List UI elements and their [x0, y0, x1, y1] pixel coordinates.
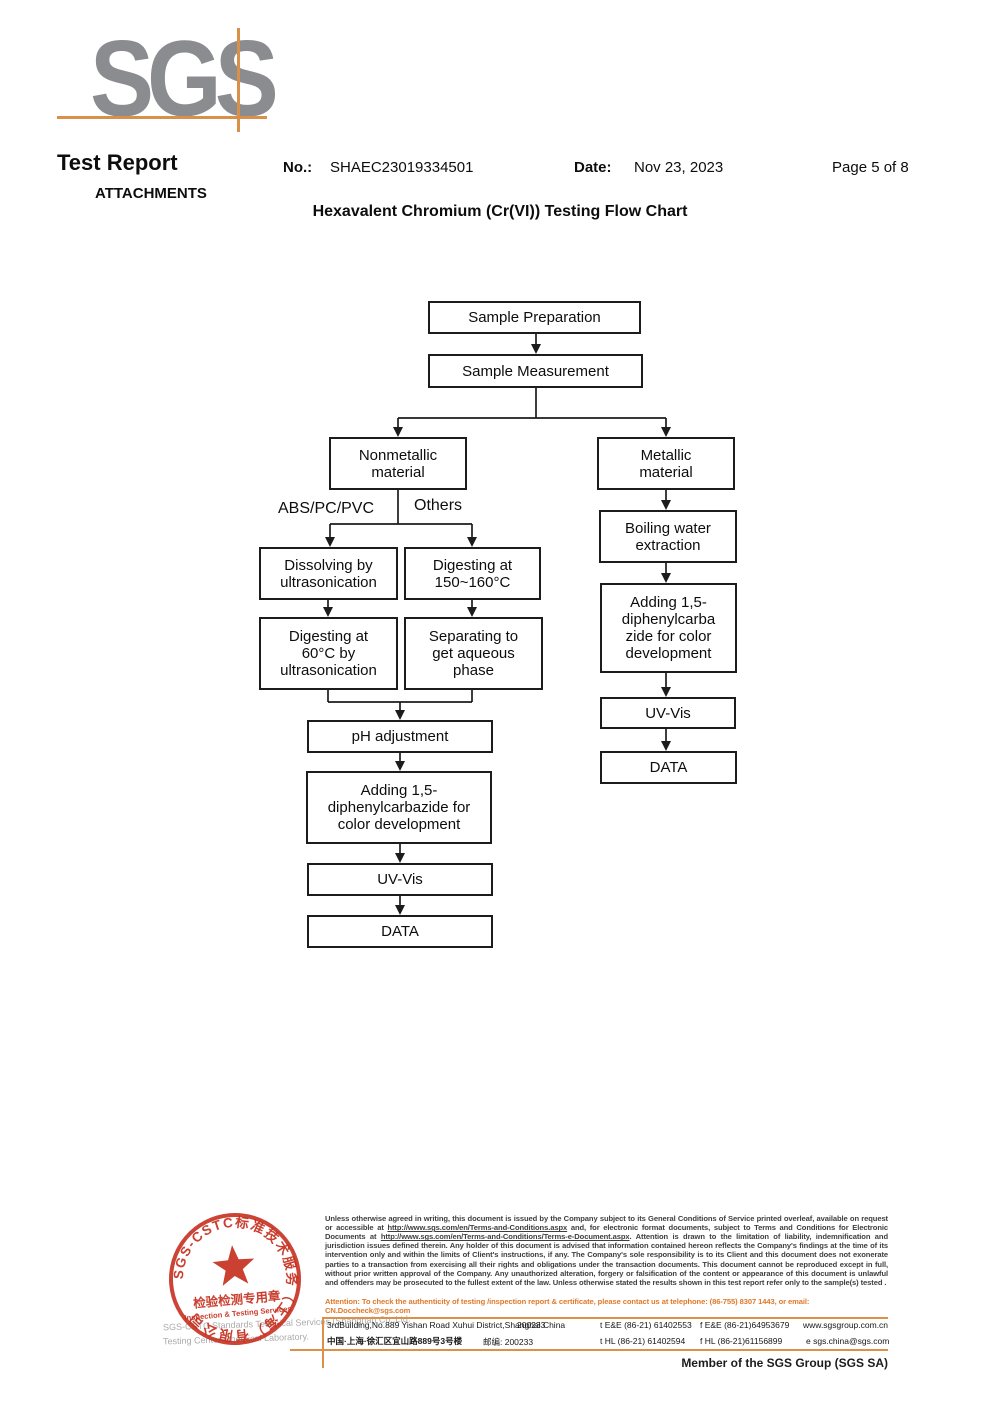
branch-label-others: Others: [414, 497, 463, 514]
report-no-label: No.:: [283, 159, 313, 176]
flowchart-title: Hexavalent Chromium (Cr(VI)) Testing Flo…: [312, 203, 688, 220]
sgs-logo: SGS: [90, 19, 279, 140]
legal-text: Unless otherwise agreed in writing, this…: [325, 1214, 888, 1287]
flow-box-metallic-material: Metallic material: [597, 437, 735, 490]
report-no-value: SHAEC23019334501: [330, 159, 474, 176]
email: e sgs.china@sgs.com: [806, 1336, 890, 1346]
inspection-stamp: SGS-CSTC标准技术服务（上海）有限公司 检验检测专用章 Inspectio…: [166, 1208, 306, 1349]
member-line: Member of the SGS Group (SGS SA): [681, 1356, 888, 1370]
terms-e-doc-url: http://www.sgs.com/en/Terms-and-Conditio…: [380, 1232, 630, 1242]
address-english: 3rdBuilding,No.889 Yishan Road Xuhui Dis…: [327, 1320, 566, 1330]
website: www.sgsgroup.com.cn: [803, 1320, 889, 1330]
flow-box-digesting-150-160: Digesting at 150~160°C: [404, 547, 541, 600]
flow-box-ph-adjustment: pH adjustment: [307, 720, 493, 753]
date-label: Date:: [574, 159, 612, 176]
footer-divider-bottom: [290, 1349, 888, 1351]
svg-text:SGS-CSTC标准技术服务（上海）有限公司: SGS-CSTC标准技术服务（上海）有限公司: [166, 1208, 306, 1349]
fax-ee: f E&E (86-21)64953679: [700, 1320, 790, 1330]
page-indicator: Page 5 of 8: [832, 159, 909, 176]
flow-box-data-left: DATA: [307, 915, 493, 948]
postal-code-cn: 邮编: 200233: [483, 1337, 534, 1347]
address-chinese: 中国·上海·徐汇区宜山路889号3号楼: [327, 1336, 463, 1346]
flow-box-digesting-60-ultrasonication: Digesting at 60°C by ultrasonication: [259, 617, 398, 690]
footer-divider-vertical: [322, 1317, 324, 1368]
attachments-label: ATTACHMENTS: [95, 185, 207, 202]
flowchart-connectors: [323, 334, 671, 915]
phone-ee: t E&E (86-21) 61402553: [600, 1320, 692, 1330]
flow-box-adding-diphenylcarbazide-left: Adding 1,5- diphenylcarbazide for color …: [306, 771, 492, 844]
terms-url: http://www.sgs.com/en/Terms-and-Conditio…: [387, 1223, 568, 1233]
attention-text: Attention: To check the authenticity of …: [325, 1297, 810, 1316]
flow-box-uv-vis-right: UV-Vis: [600, 697, 736, 729]
flow-box-nonmetallic-material: Nonmetallic material: [329, 437, 467, 490]
flow-box-adding-diphenylcarbazide-right: Adding 1,5- diphenylcarba zide for color…: [600, 583, 737, 673]
flow-box-sample-measurement: Sample Measurement: [428, 354, 643, 388]
flow-box-uv-vis-left: UV-Vis: [307, 863, 493, 896]
report-title: Test Report: [57, 150, 178, 175]
logo-vertical-line: [237, 28, 240, 132]
postal-code: 200233: [517, 1320, 546, 1330]
flow-box-data-right: DATA: [600, 751, 737, 784]
branch-label-abs-pc-pvc: ABS/PC/PVC: [278, 500, 375, 517]
flow-box-dissolving-ultrasonication: Dissolving by ultrasonication: [259, 547, 398, 600]
logo-horizontal-line: [57, 116, 267, 119]
stamp-star-icon: [212, 1245, 255, 1286]
fax-hl: f HL (86-21)61156899: [700, 1336, 783, 1346]
phone-hl: t HL (86-21) 61402594: [600, 1336, 686, 1346]
date-value: Nov 23, 2023: [634, 159, 724, 176]
footer-divider-top: [322, 1317, 888, 1319]
flow-box-separating-aqueous-phase: Separating to get aqueous phase: [404, 617, 543, 690]
flow-box-boiling-water-extraction: Boiling water extraction: [599, 510, 737, 563]
flow-box-sample-preparation: Sample Preparation: [428, 301, 641, 334]
